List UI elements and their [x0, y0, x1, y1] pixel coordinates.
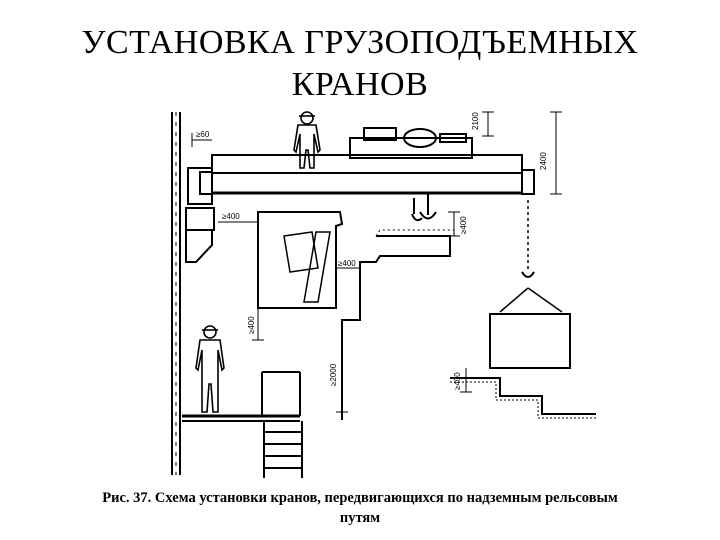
operator-cab	[257, 211, 344, 309]
building-wall	[171, 112, 181, 475]
bridge-hook	[411, 193, 437, 222]
title-line-2: КРАНОВ	[291, 66, 429, 103]
maintenance-platform	[182, 371, 301, 422]
ladder	[263, 421, 303, 478]
dim-label-400-d: ≥400	[247, 316, 256, 334]
dim-label-2100: 2100	[471, 112, 480, 130]
crane-trolley	[349, 127, 473, 159]
ground-steps	[450, 377, 596, 419]
dim-label-400-e: ≥400	[453, 372, 462, 390]
worker-on-bridge	[293, 111, 321, 169]
dim-label-400-a: ≥400	[222, 212, 240, 221]
stepped-wall	[341, 229, 455, 420]
dim-label-2400: 2400	[539, 152, 548, 170]
caption-line-1: Рис. 37. Схема установки кранов, передви…	[102, 490, 618, 506]
dim-label-60: ≥60	[196, 130, 210, 139]
dim-label-400-c: ≥400	[338, 259, 356, 268]
figure-caption: Рис. 37. Схема установки кранов, передви…	[20, 488, 700, 528]
dim-label-400-b: ≥400	[459, 216, 468, 234]
slide-title: УСТАНОВКА ГРУЗОПОДЪЕМНЫХ КРАНОВ	[0, 22, 720, 106]
rail-support-column	[185, 167, 215, 263]
caption-line-2: путям	[339, 510, 381, 526]
title-line-1: УСТАНОВКА ГРУЗОПОДЪЕМНЫХ	[81, 24, 639, 61]
suspended-load	[489, 200, 571, 369]
crane-bridge	[199, 154, 535, 195]
dim-label-2000: ≥2000	[329, 363, 338, 386]
dimension-lines	[191, 111, 562, 413]
worker-on-platform	[195, 325, 225, 413]
